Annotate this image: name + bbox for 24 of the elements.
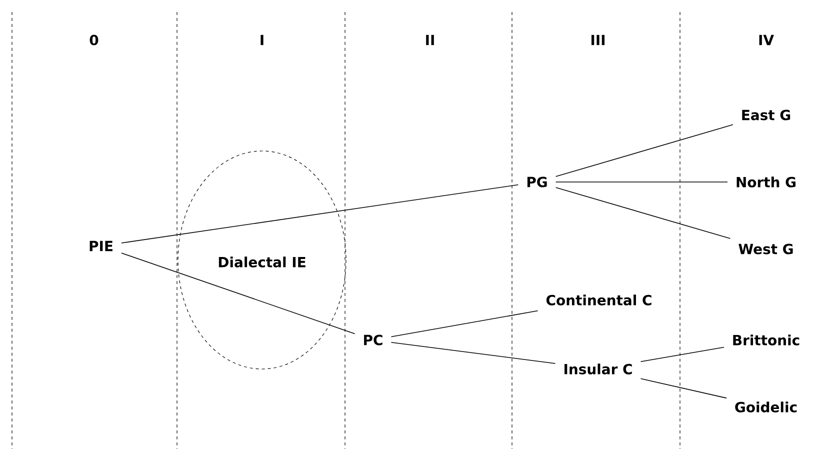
connector-line [640,346,724,362]
node-label: PG [527,176,547,188]
node-label: Goidelic [735,402,797,412]
column-label: 0 [90,34,98,46]
node-label: Continental C [546,294,652,306]
connector-line [390,342,556,364]
node-label: East G [742,110,790,120]
column-label: I [260,34,264,46]
connector-line [390,310,538,338]
column-label: IV [759,34,774,46]
node-label: North G [736,176,796,188]
node-label: Dialectal IE [218,256,306,268]
connector-line [555,124,734,177]
node-label: Insular C [564,364,632,374]
node-label: Brittonic [733,334,800,346]
connector-line [121,184,519,244]
node-label: PIE [90,240,112,252]
connector-line [555,187,731,239]
column-label: III [592,34,604,46]
connector-line [640,378,727,398]
node-label: West G [738,244,793,254]
node-label: PC [364,334,382,346]
connector-line [121,252,356,334]
column-label: II [426,34,434,46]
